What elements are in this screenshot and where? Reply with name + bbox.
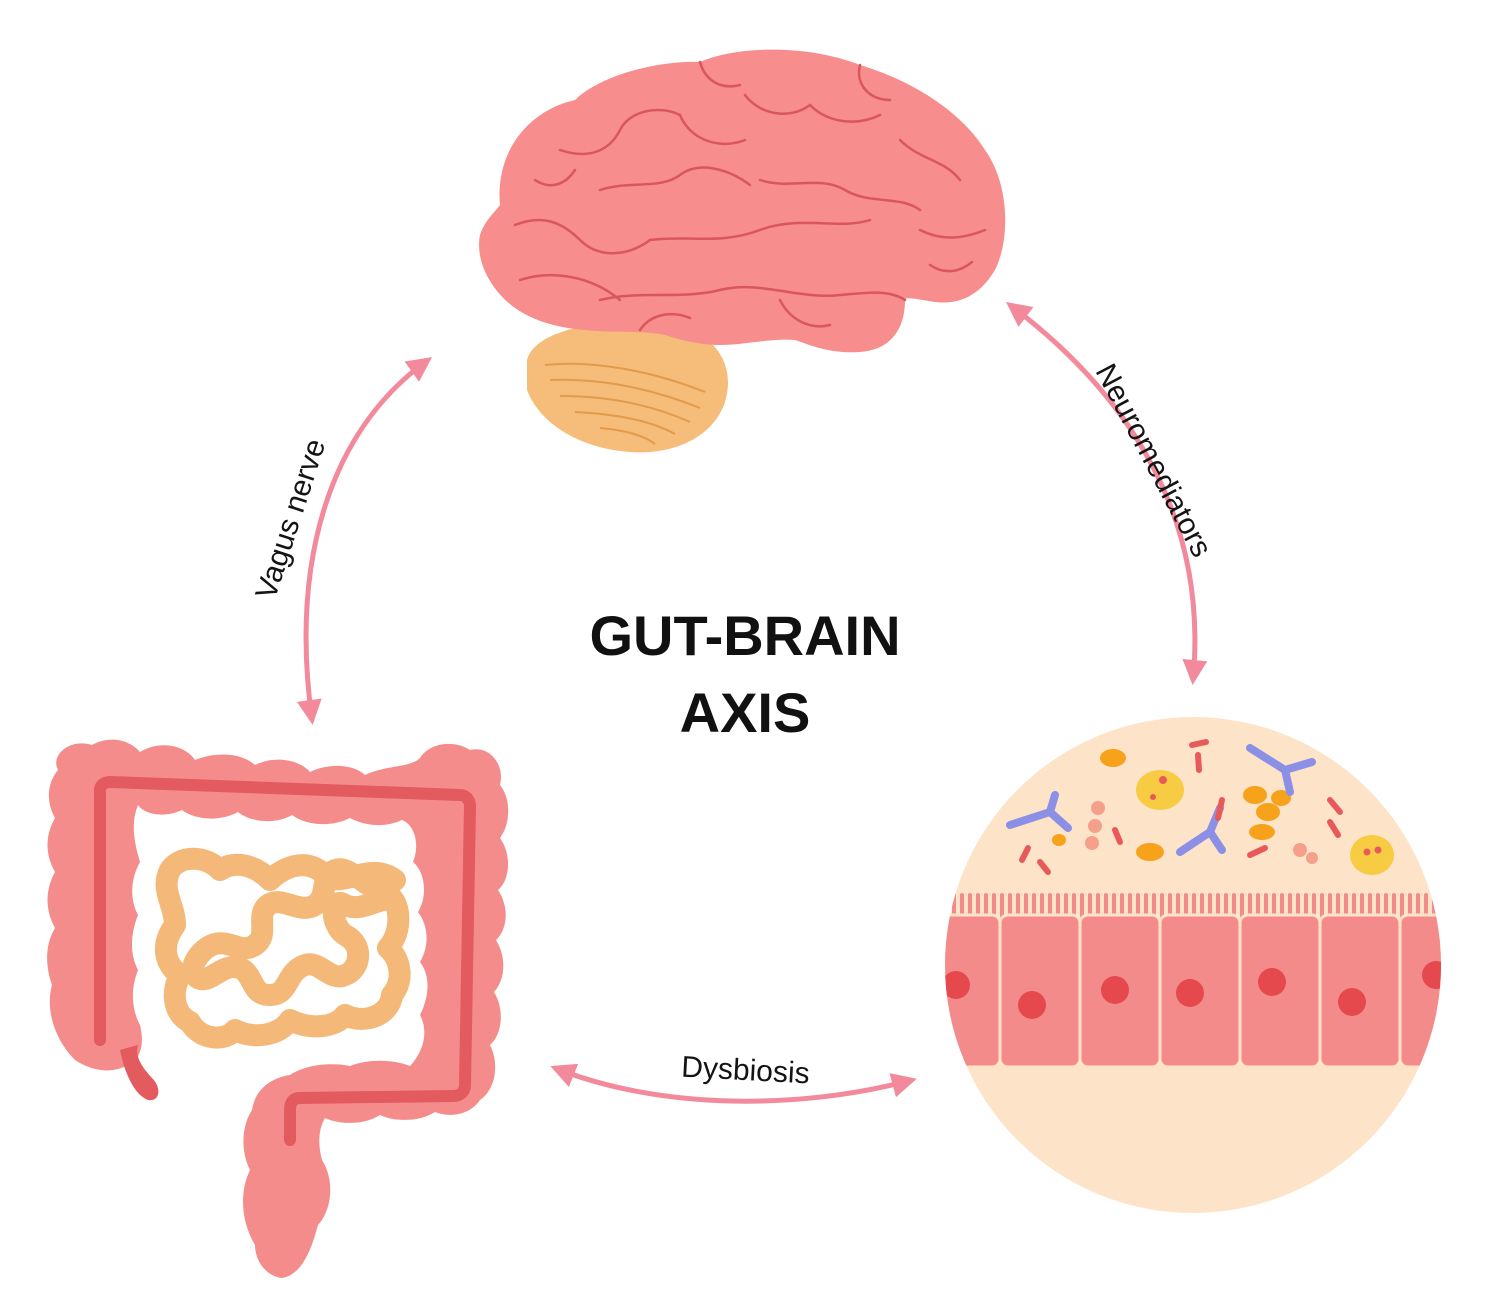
microvillus (1008, 893, 1012, 919)
microvillus (1384, 893, 1388, 919)
microvillus (945, 893, 948, 919)
microvillus (1200, 893, 1204, 919)
microvillus (1280, 893, 1284, 919)
microvillus (1256, 893, 1260, 919)
microvillus (984, 893, 988, 919)
microvillus (1072, 893, 1076, 919)
cerebellum-icon (527, 321, 729, 453)
cerebrum-icon (479, 49, 1006, 353)
microvillus (1080, 893, 1084, 919)
colon-icon (47, 739, 509, 1278)
microvillus (1328, 893, 1332, 919)
microvillus (1112, 893, 1116, 919)
microvillus (1048, 893, 1052, 919)
connection-arrows (296, 301, 1208, 1104)
microvillus (1016, 893, 1020, 919)
microvillus (1216, 893, 1220, 919)
microvillus (1320, 893, 1324, 919)
microvillus (1240, 893, 1244, 919)
neuromediators-arrow (1006, 301, 1208, 685)
microvillus (1312, 893, 1316, 919)
microvillus (1152, 893, 1156, 919)
microvillus (1344, 893, 1348, 919)
microvillus (1024, 893, 1028, 919)
microvillus (1272, 893, 1276, 919)
title-line-2: AXIS (680, 681, 811, 744)
microvillus (1032, 893, 1036, 919)
microvillus (1120, 893, 1124, 919)
microvillus (1184, 893, 1188, 919)
microvilli (945, 893, 1441, 919)
microvillus (1296, 893, 1300, 919)
microvillus (1360, 893, 1364, 919)
microvillus (1264, 893, 1268, 919)
dysbiosis-label: Dysbiosis (681, 1051, 811, 1091)
microvillus (1128, 893, 1132, 919)
small-intestine-icon (155, 847, 411, 1049)
microvillus (1064, 893, 1068, 919)
microvillus (1136, 893, 1140, 919)
microvillus (1056, 893, 1060, 919)
epithelial-cells (945, 913, 1441, 1069)
microvillus (1336, 893, 1340, 919)
appendix-icon (120, 1045, 159, 1101)
microvillus (968, 893, 972, 919)
microvillus (992, 893, 996, 919)
microvillus (976, 893, 980, 919)
microvillus (1376, 893, 1380, 919)
microvillus (1192, 893, 1196, 919)
microvillus (1400, 893, 1404, 919)
neuromediators-label: Neuromediators (1089, 359, 1218, 563)
gut-microbiota-icon (945, 717, 1441, 1213)
microvillus (1088, 893, 1092, 919)
microvillus (1392, 893, 1396, 919)
microvillus (1104, 893, 1108, 919)
dysbiosis-arrow (550, 1063, 917, 1104)
microvillus (1248, 893, 1252, 919)
title-line-1: GUT-BRAIN (589, 604, 900, 667)
microvillus (1000, 893, 1004, 919)
brain-folds (513, 60, 987, 332)
microvillus (1368, 893, 1372, 919)
vagus-nerve-arrow (296, 357, 433, 725)
microvillus (1424, 893, 1428, 919)
microvillus (1232, 893, 1236, 919)
microvillus (1224, 893, 1228, 919)
microvillus (1160, 893, 1164, 919)
intestine-icon (47, 739, 509, 1278)
microvillus (1176, 893, 1180, 919)
microvillus (1440, 893, 1441, 919)
microvillus (1416, 893, 1420, 919)
microvillus (1040, 893, 1044, 919)
microvillus (1096, 893, 1100, 919)
microvillus (960, 893, 964, 919)
microvillus (1208, 893, 1212, 919)
microvillus (1168, 893, 1172, 919)
microvillus (1144, 893, 1148, 919)
microvillus (1408, 893, 1412, 919)
microvillus (1352, 893, 1356, 919)
microvillus (1288, 893, 1292, 919)
colon-inner-line (94, 776, 476, 1146)
brain-icon (479, 49, 1006, 453)
microvillus (1304, 893, 1308, 919)
microbes (1006, 739, 1394, 875)
